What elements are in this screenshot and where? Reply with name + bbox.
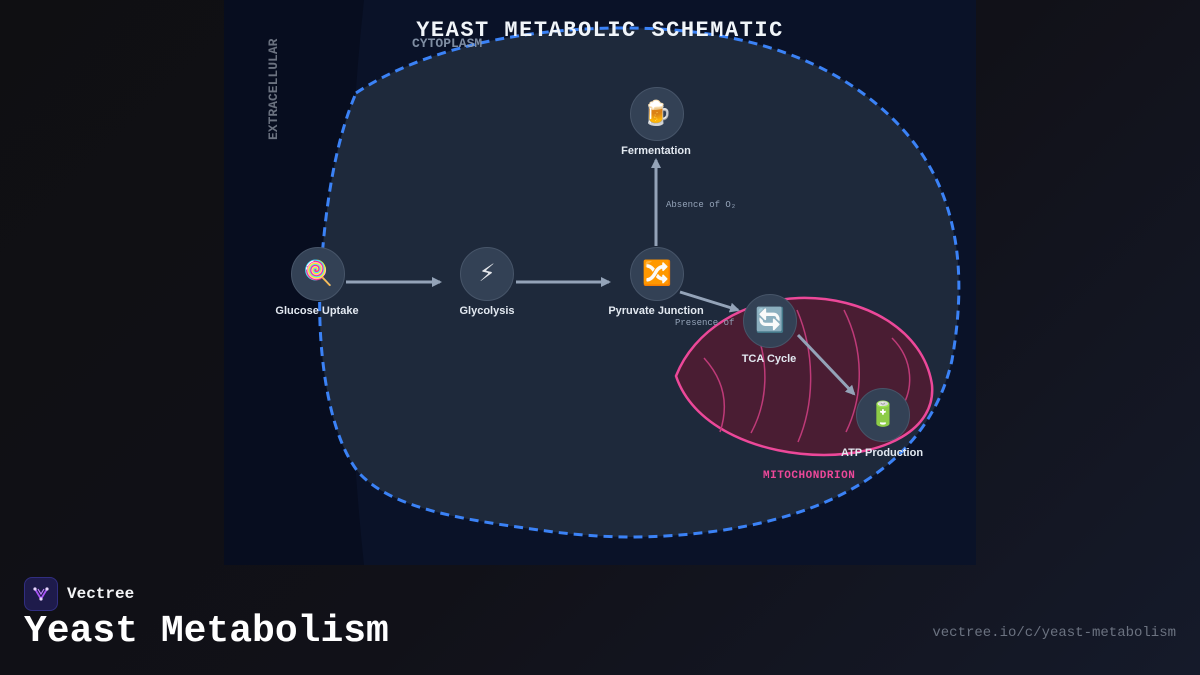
arrow-pyruvate-to-tca: [679, 290, 740, 313]
brand-name: Vectree: [67, 585, 135, 603]
brand[interactable]: Vectree: [24, 577, 134, 611]
cytoplasm-label: CYTOPLASM: [412, 36, 483, 51]
condition-anaerobic-label: Absence of O₂: [666, 200, 737, 210]
extracellular-label: EXTRACELLULAR: [266, 38, 281, 140]
lightning-icon[interactable]: ⚡: [460, 247, 514, 301]
page-url-link[interactable]: vectree.io/c/yeast-metabolism: [932, 625, 1176, 641]
page-title: Yeast Metabolism: [24, 610, 389, 653]
node-label-tca-cycle: TCA Cycle: [741, 353, 797, 365]
node-label-pyruvate-junction: Pyruvate Junction: [608, 305, 704, 317]
diagram-panel: YEAST METABOLIC SCHEMATIC EXTRACELLULAR …: [224, 0, 976, 565]
vectree-logo-icon: [24, 577, 58, 611]
beer-mug-icon[interactable]: 🍺: [630, 87, 684, 141]
condition-aerobic-label: Presence of: [675, 318, 735, 328]
lollipop-icon[interactable]: 🍭: [291, 247, 345, 301]
node-label-glucose-uptake: Glucose Uptake: [275, 305, 359, 317]
node-label-fermentation: Fermentation: [621, 145, 691, 157]
node-label-glycolysis: Glycolysis: [459, 305, 515, 317]
diagram-title: YEAST METABOLIC SCHEMATIC: [416, 18, 784, 43]
shuffle-icon[interactable]: 🔀: [630, 247, 684, 301]
battery-icon[interactable]: 🔋: [856, 388, 910, 442]
arrow-tca-to-atp: [796, 333, 856, 396]
mitochondrion-label: MITOCHONDRION: [763, 470, 856, 482]
node-label-atp-production: ATP Production: [840, 447, 924, 459]
cycle-arrows-icon[interactable]: 🔄: [743, 294, 797, 348]
